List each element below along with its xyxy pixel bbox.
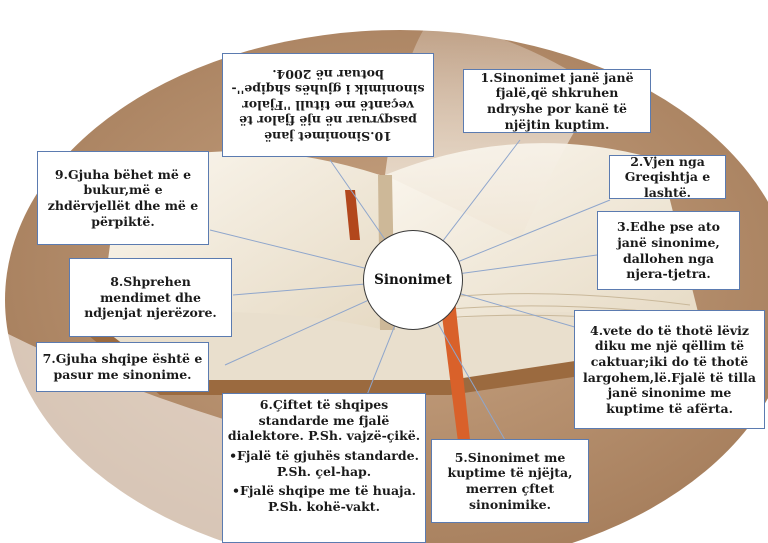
node-6-text-2: •Fjalë të gjuhës standarde. P.Sh. çel-ha… — [229, 447, 419, 479]
node-5-synonym-pairs: 5.Sinonimet me kuptime të njëjta, merren… — [431, 439, 589, 523]
node-7-richness: 7.Gjuha shqipe është e pasur me sinonime… — [36, 342, 209, 392]
bookmark-ribbon — [440, 300, 470, 442]
node-9-text: 9.Gjuha bëhet më e bukur,më e zhdërvjell… — [47, 166, 199, 229]
node-8-expression: 8.Shprehen mendimet dhe ndjenjat njerëzo… — [69, 258, 232, 337]
node-1-definition: 1.Sinonimet janë janë fjalë,që shkruhen … — [463, 69, 651, 133]
node-6-text-1: 6.Çiftet të shqipes standarde me fjalë d… — [227, 397, 421, 444]
node-10-dictionary: 10.Sinonimet janë pasqyruar në një fjalo… — [222, 53, 434, 157]
node-1-text: 1.Sinonimet janë janë fjalë,që shkruhen … — [480, 69, 634, 132]
center-node: Sinonimet — [363, 230, 463, 330]
node-3-text: 3.Edhe pse ato janë sinonime, dallohen n… — [616, 219, 720, 282]
node-9-beauty: 9.Gjuha bëhet më e bukur,më e zhdërvjell… — [37, 151, 209, 245]
node-2-text: 2.Vjen nga Greqishtja e lashtë. — [624, 153, 711, 200]
node-7-text: 7.Gjuha shqipe është e pasur me sinonime… — [42, 351, 203, 382]
node-3-differences: 3.Edhe pse ato janë sinonime, dallohen n… — [597, 211, 740, 290]
node-10-text: 10.Sinonimet janë pasqyruar në një fjalo… — [231, 66, 425, 145]
book-pages-stack — [85, 290, 700, 380]
node-8-text: 8.Shprehen mendimet dhe ndjenjat njerëzo… — [84, 274, 217, 321]
node-5-text: 5.Sinonimet me kuptime të njëjta, merren… — [447, 449, 573, 512]
node-4-example: 4.vete do të thotë lëviz diku me një qël… — [574, 310, 765, 429]
node-2-origin: 2.Vjen nga Greqishtja e lashtë. — [609, 153, 726, 200]
node-6-text-3: •Fjalë shqipe me të huaja. P.Sh. kohë-va… — [231, 483, 417, 514]
node-6-pair-types: 6.Çiftet të shqipes standarde me fjalë d… — [222, 393, 426, 543]
node-4-text: 4.vete do të thotë lëviz diku me një qël… — [583, 322, 756, 416]
